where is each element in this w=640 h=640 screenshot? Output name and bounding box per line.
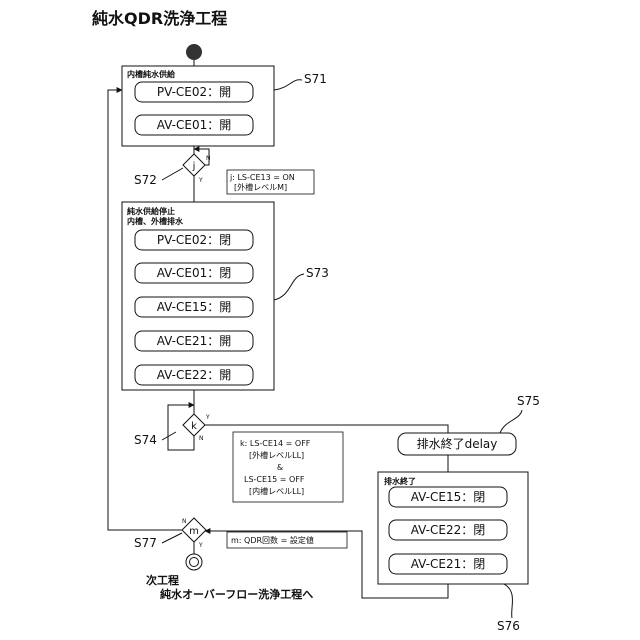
s73-header-1: 純水供給停止 [127,206,175,216]
s75-label: S75 [517,394,540,408]
decision-m-no: N [182,518,187,525]
s73-step-5: AV-CE22：開 [157,368,232,382]
s71-step-1: PV-CE02：開 [157,85,231,99]
note-k-line-4: LS-CE15 = OFF [244,475,305,484]
s76-step-2: AV-CE22：閉 [411,523,486,537]
decision-k-yes: Y [205,414,210,421]
decision-m-yes: Y [198,542,203,549]
note-k-line-5: [内槽レベルLL] [249,486,304,496]
s73-label: S73 [306,266,329,280]
start-node [186,44,202,60]
next-step-line-2: 純水オーバーフロー洗浄工程へ [160,587,313,601]
note-k-line-2: [外槽レベルLL] [249,450,304,460]
note-k-line-1: k: LS-CE14 = OFF [240,439,311,448]
decision-j-label: j [192,161,196,172]
note-k-line-3: & [277,463,283,472]
page-title: 純水QDR洗浄工程 [92,9,227,28]
s77-label: S77 [134,536,157,550]
s71-step-2: AV-CE01：開 [157,118,232,132]
s76-step-3: AV-CE21：閉 [411,557,486,571]
s75-delay: 排水終了delay [417,436,498,451]
s71-header: 内槽純水供給 [127,69,176,79]
next-step-line-1: 次工程 [146,573,179,587]
s71-label: S71 [304,72,327,86]
decision-j-yes: Y [198,177,203,184]
s73-header-2: 内槽、外槽排水 [127,216,184,226]
s73-step-4: AV-CE21：開 [157,334,232,348]
s74-label: S74 [134,433,157,447]
decision-k-no: N [199,435,204,442]
note-j-line-1: j: LS-CE13 = ON [229,173,295,182]
s73-step-3: AV-CE15：開 [157,300,232,314]
note-j-line-2: [外槽レベルM] [234,182,287,192]
decision-j-no: N [206,155,211,162]
s72-label: S72 [134,173,157,187]
s76-header: 排水終了 [384,476,416,486]
s76-step-1: AV-CE15：閉 [411,490,486,504]
s73-step-2: AV-CE01：閉 [157,266,232,280]
decision-k-label: k [191,421,197,432]
s76-label: S76 [497,619,520,633]
s73-step-1: PV-CE02：閉 [157,233,231,247]
decision-m-label: m [189,526,199,537]
note-m-line-1: m: QDR回数 = 設定値 [231,535,314,545]
